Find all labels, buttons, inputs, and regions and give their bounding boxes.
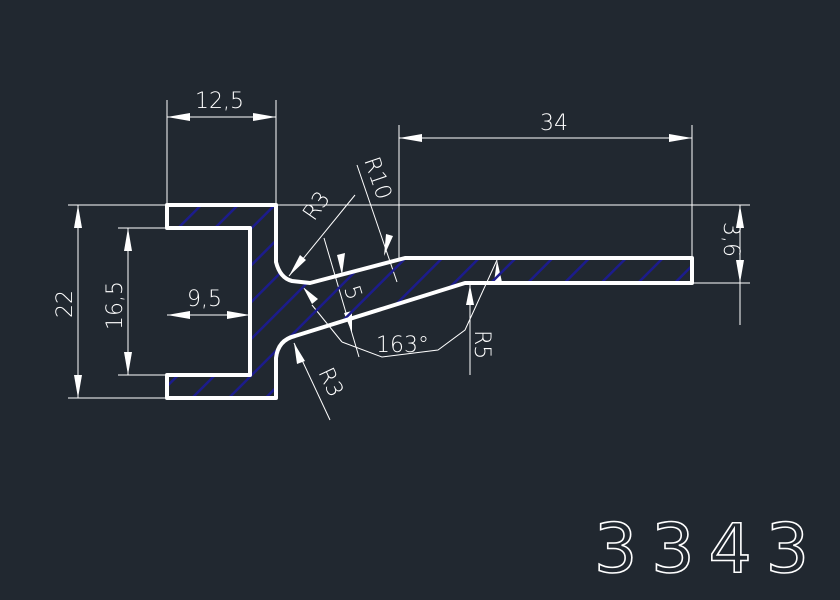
dim-arm-length: 34 bbox=[540, 111, 568, 136]
dim-radius-large: R10 bbox=[358, 154, 396, 203]
part-number: 3343 bbox=[594, 510, 823, 589]
dim-arm-thickness: 3,6 bbox=[718, 222, 743, 257]
profile-outline bbox=[165, 203, 694, 400]
dim-inner-height: 16,5 bbox=[103, 281, 128, 330]
dim-radius-bottom: R3 bbox=[313, 364, 348, 401]
dim-inner-width: 9,5 bbox=[187, 287, 222, 312]
dim-radius-r5: R5 bbox=[469, 330, 494, 359]
dim-angle: 163° bbox=[376, 333, 429, 358]
dim-thickness: 5 bbox=[338, 282, 366, 303]
dim-overall-height: 22 bbox=[53, 290, 78, 318]
dim-width-top: 12,5 bbox=[195, 89, 244, 114]
dim-radius-top: R3 bbox=[298, 187, 335, 225]
